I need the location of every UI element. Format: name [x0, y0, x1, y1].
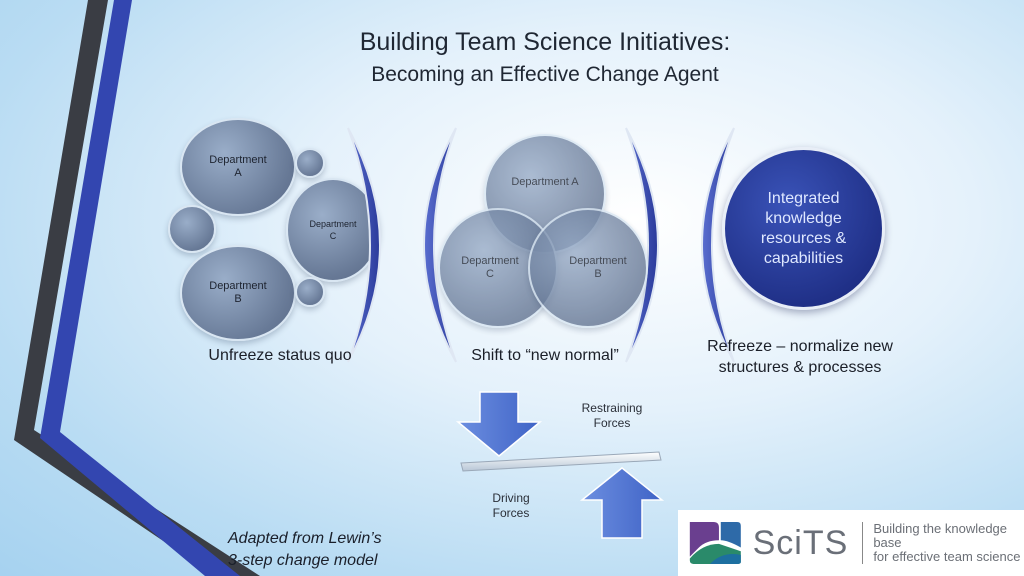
credit-line-2: 3-step change model — [228, 552, 378, 569]
credit-line-1: Adapted from Lewin’s — [228, 530, 382, 547]
arc-open-2 — [701, 127, 735, 363]
down-arrow-icon — [455, 391, 543, 457]
scits-logo-box: SciTS Building the knowledge base for ef… — [678, 510, 1024, 576]
up-arrow-icon — [579, 467, 665, 539]
title-line-2: Becoming an Effective Change Agent — [371, 63, 719, 86]
arc-close-2 — [625, 127, 659, 363]
scits-tagline: Building the knowledge base for effectiv… — [862, 522, 1024, 564]
unfreeze-caption: Unfreeze status quo — [208, 347, 352, 364]
shift-dept-b-label: Department B — [569, 255, 627, 280]
refreeze-caption-line-1: Refreeze – normalize new — [707, 338, 893, 355]
shift-dept-b-circle: Department B — [528, 208, 648, 328]
left-decorative-stripes — [14, 0, 260, 576]
arc-open-1 — [423, 127, 457, 363]
bubble-small-top — [295, 148, 325, 178]
shift-dept-a-label: Department A — [511, 176, 579, 188]
slide-title: Building Team Science Initiatives: Becom… — [300, 26, 790, 90]
scits-wordmark: SciTS — [752, 523, 849, 562]
unfreeze-dept-a-circle: Department A — [180, 118, 296, 216]
shift-caption: Shift to “new normal” — [471, 347, 619, 364]
integrated-resources-label: Integrated knowledge resources & capabil… — [760, 189, 847, 267]
unfreeze-dept-b-label: Department B — [209, 280, 267, 305]
refreeze-caption-line-2: structures & processes — [718, 359, 882, 376]
bubble-small-left — [168, 205, 216, 253]
unfreeze-dept-c-label: Department C — [309, 219, 357, 241]
unfreeze-dept-a-label: Department A — [209, 154, 267, 179]
scits-logo-mark-icon — [689, 522, 741, 564]
refreeze-caption: Refreeze – normalize new structures & pr… — [690, 336, 910, 378]
integrated-resources-circle: Integrated knowledge resources & capabil… — [722, 147, 885, 310]
lever-bar — [460, 451, 662, 472]
source-credit: Adapted from Lewin’s 3-step change model — [228, 528, 382, 572]
bubble-small-bottom — [295, 277, 325, 307]
shift-dept-c-label: Department C — [461, 255, 519, 280]
title-line-1: Building Team Science Initiatives: — [359, 28, 731, 56]
driving-forces-label: Driving Forces — [492, 491, 530, 520]
arc-close-1 — [347, 127, 381, 363]
unfreeze-dept-c-circle: Department C — [286, 178, 380, 282]
restraining-forces-label: Restraining Forces — [581, 401, 643, 430]
